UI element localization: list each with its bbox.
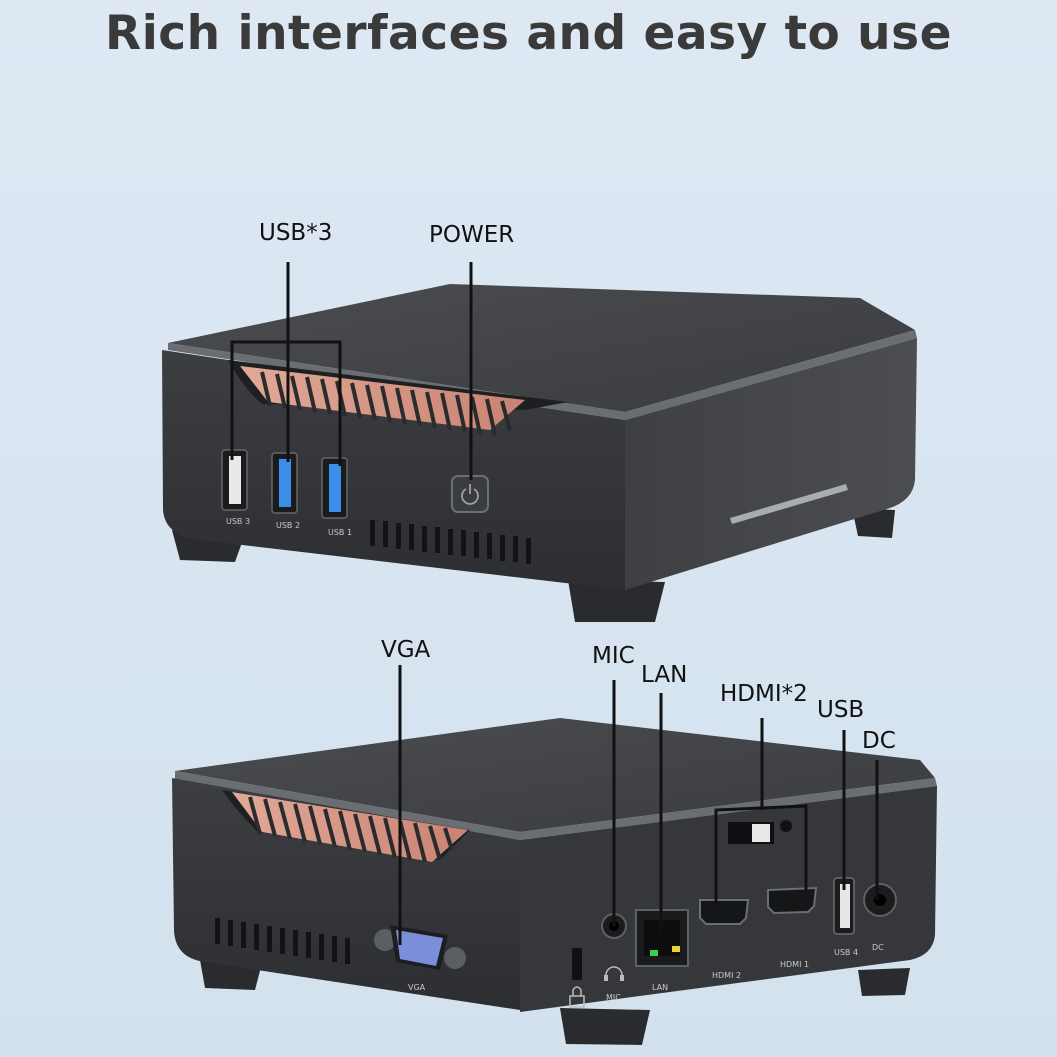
- rear-callout-lines: [398, 665, 879, 945]
- label-usb-3: USB 3: [226, 517, 250, 526]
- callout-vga: VGA: [381, 637, 431, 663]
- front-usb1-port: USB 1: [321, 457, 352, 537]
- callout-dc: DC: [862, 728, 896, 754]
- headline: Rich interfaces and easy to use: [105, 6, 952, 61]
- front-callout-lines: [230, 262, 473, 480]
- label-vga: VGA: [408, 983, 426, 992]
- callout-mic: MIC: [592, 643, 635, 669]
- callout-usb: USB: [817, 697, 865, 723]
- headphone-icon: [604, 966, 624, 981]
- callout-hdmi2: HDMI*2: [720, 681, 808, 707]
- kensington-lock-slot: [569, 948, 585, 1008]
- power-icon: [461, 484, 479, 505]
- mini-pc-rear-view: VGA MIC LAN: [172, 718, 937, 1045]
- rear-switch: [728, 820, 792, 844]
- label-mic: MIC: [606, 993, 621, 1002]
- front-vent-slots: [370, 520, 531, 564]
- rear-vent-slots: [215, 918, 350, 964]
- front-usb2-port: USB 2: [271, 452, 300, 530]
- label-hdmi-1: HDMI 1: [780, 960, 809, 969]
- callout-power: POWER: [429, 222, 515, 248]
- rear-hdmi2-port: HDMI 2: [699, 899, 750, 980]
- label-lan: LAN: [652, 983, 668, 992]
- label-usb-2: USB 2: [276, 521, 300, 530]
- label-usb-1: USB 1: [328, 528, 352, 537]
- label-dc: DC: [872, 943, 884, 952]
- label-hdmi-2: HDMI 2: [712, 971, 741, 980]
- mini-pc-front-view: USB 3 USB 2 USB 1: [162, 284, 917, 622]
- callout-usb3: USB*3: [259, 220, 333, 246]
- power-button[interactable]: [451, 475, 489, 513]
- lock-icon: [569, 986, 585, 1008]
- rear-dc-jack: DC: [863, 883, 897, 952]
- rear-vga-port: VGA: [374, 925, 466, 992]
- rear-hdmi1-port: HDMI 1: [767, 886, 818, 969]
- callout-lan: LAN: [641, 662, 688, 688]
- front-usb3-port: USB 3: [221, 449, 250, 526]
- label-usb-4: USB 4: [834, 948, 858, 957]
